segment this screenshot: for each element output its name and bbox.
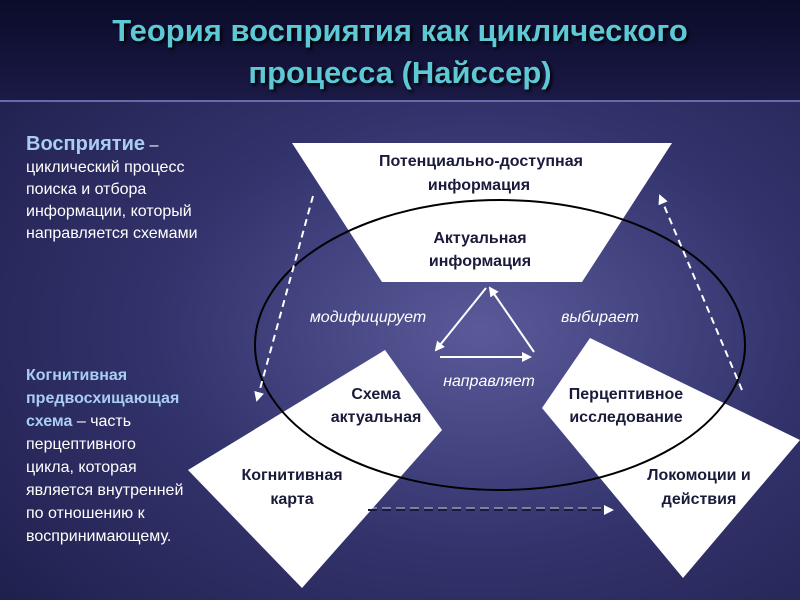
schema-term-line-2: предвосхищающая [26,390,180,407]
directs-label: направляет [443,373,535,390]
potential-info-label-2: информация [428,177,530,194]
dashed-arrow-left [254,195,314,402]
perceptual-label-2: исследование [569,409,682,426]
arrow-modifies [434,287,487,352]
modifies-label: модифицирует [310,309,426,326]
locomotion-label-2: действия [662,491,737,508]
cognitive-map-label-1: Когнитивная [241,467,342,484]
title-band [0,0,800,102]
perception-dash: – [145,137,159,154]
selects-label: выбирает [561,309,639,326]
potential-info-trapezoid [292,143,672,282]
schema-line-2: цикла, которая [26,459,137,476]
schema-line-5: воспринимающему. [26,528,172,545]
schema-line-1: перцептивного [26,436,136,453]
title-line-1: Теория восприятия как циклического [112,13,688,48]
schema-term-line-3: схема [26,413,73,430]
schema-line-3: является внутренней [26,482,184,499]
schema-label-1: Схема [351,386,400,403]
slide-title: Теория восприятия как циклического проце… [40,10,760,94]
schema-diamond [188,350,442,588]
potential-info-label-1: Потенциально-доступная [379,153,583,170]
schema-line-4: по отношению к [26,505,145,522]
perception-term: Восприятие [26,133,145,155]
schema-term-line-1: Когнитивная [26,367,128,384]
cycle-ellipse [254,199,746,491]
title-line-2: процесса (Найссер) [248,55,552,90]
schema-label-2: актуальная [331,409,422,426]
schema-rest: – часть [72,413,132,430]
actual-info-label-2: информация [429,253,531,270]
definition-line-2: поиска и отбора [26,181,147,198]
perceptual-diamond [542,338,800,578]
definition-line-3: информации, который [26,203,192,220]
perception-definition: Восприятие – циклический процесс поиска … [26,133,251,245]
perceptual-label-1: Перцептивное [569,386,684,403]
schema-definition: Когнитивная предвосхищающая схема – част… [26,364,221,548]
arrow-selects [488,286,535,353]
definition-line-4: направляется схемами [26,225,198,242]
locomotion-label-1: Локомоции и [647,467,751,484]
definition-line-1: циклический процесс [26,159,185,176]
actual-info-label-1: Актуальная [433,230,526,247]
cognitive-map-label-2: карта [270,491,313,508]
